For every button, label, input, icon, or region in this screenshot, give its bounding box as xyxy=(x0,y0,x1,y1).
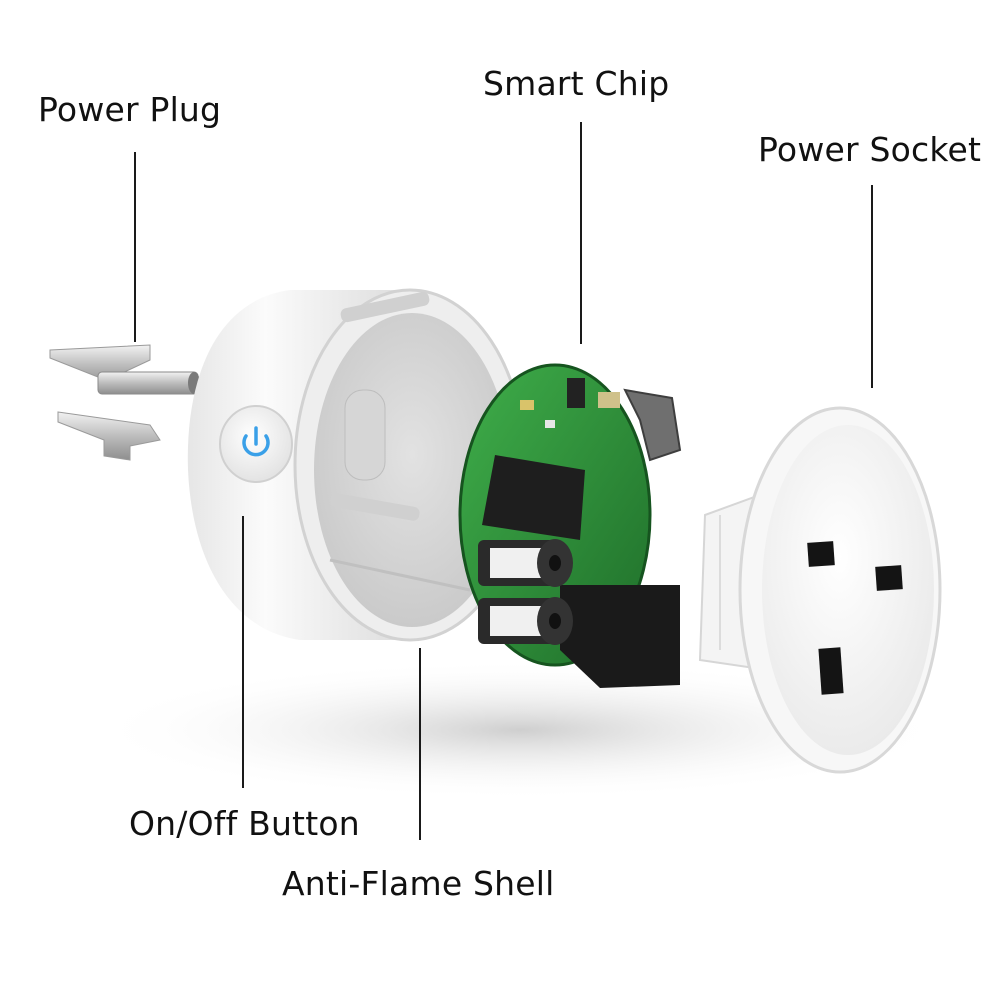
label-smart-chip: Smart Chip xyxy=(483,64,670,103)
leader-power-socket xyxy=(871,185,873,388)
smart-chip-board xyxy=(458,363,682,688)
power-socket-face xyxy=(698,406,942,774)
label-power-socket: Power Socket xyxy=(758,130,982,169)
leader-smart-chip xyxy=(580,122,582,344)
leader-on-off-button xyxy=(242,516,244,788)
on-off-button-graphic xyxy=(219,405,293,483)
label-on-off-button: On/Off Button xyxy=(129,804,360,843)
capacitor-bottom xyxy=(478,597,573,645)
leader-anti-flame-shell xyxy=(419,648,421,840)
power-icon xyxy=(242,426,270,457)
label-anti-flame-shell: Anti-Flame Shell xyxy=(282,864,555,903)
power-plug-pins xyxy=(49,344,200,461)
leader-power-plug xyxy=(134,152,136,342)
socket-hole-left xyxy=(807,541,835,567)
capacitor-top xyxy=(478,539,573,587)
socket-hole-earth xyxy=(818,647,844,695)
socket-hole-right xyxy=(875,565,903,591)
floor-shadow xyxy=(90,660,950,800)
label-power-plug: Power Plug xyxy=(38,90,222,129)
